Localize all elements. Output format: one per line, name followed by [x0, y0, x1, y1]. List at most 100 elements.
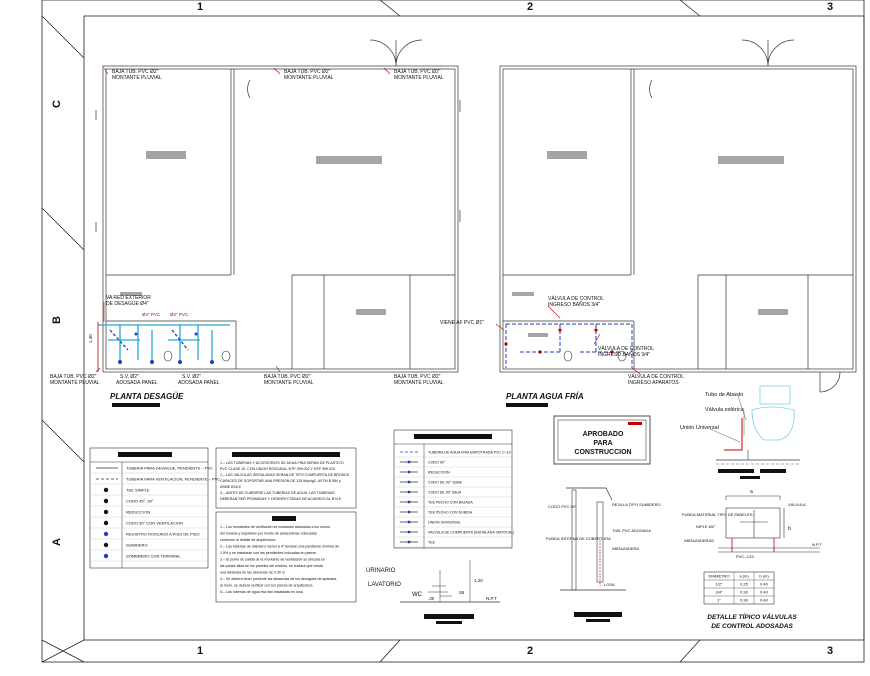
callout: S.V. Ø2" — [120, 374, 139, 380]
room-label-placeholder — [718, 156, 784, 164]
callout: MONTANTE PLUVIAL — [284, 75, 334, 81]
notes-block: 1.– LAS TUBERIAS Y ACCESORIOS DE AGUA FR… — [215, 447, 357, 603]
table-cell: 1" — [717, 598, 721, 603]
fixture-height-label: N.P.T — [486, 596, 497, 601]
section-label: FUNDA INTERNA DE COBERTURA — [546, 536, 611, 541]
legend-symbol — [103, 542, 109, 548]
fixtures — [563, 350, 627, 362]
table-title-bar — [414, 434, 492, 439]
legend-item: SOMBRERO CON TERMINAL — [126, 554, 181, 559]
room-label-placeholder — [512, 292, 534, 296]
stamp-line: APROBADO — [583, 431, 624, 438]
note-line: una distancia de las aberturas de 0.30 m — [220, 571, 285, 575]
detail-title-bar — [424, 614, 474, 619]
valve-box-label: FUNDA MATERIAL TIPO DE PANELES — [682, 512, 753, 517]
section-label: CODO PVC 90° — [548, 504, 577, 509]
notes-lines: 1.– LAS TUBERIAS Y ACCESORIOS DE AGUA FR… — [220, 461, 350, 501]
callout: VÁLVULA DE CONTROL — [548, 295, 604, 302]
grid-row-label: C — [51, 100, 63, 108]
detail-title-bar — [574, 612, 622, 617]
note-line: 2.– LAS VALVULAS INSTALADAS SERAN DE TIP… — [220, 473, 350, 477]
table-cell: 3/4" — [716, 590, 724, 595]
callout: VÁLVULA DE CONTROL — [628, 373, 684, 380]
grid-column-label: 2 — [527, 645, 533, 657]
table-cell: 0.30 — [740, 590, 749, 595]
dimension-label: a — [750, 489, 753, 495]
note-line: 4.– Se deberá tener presente las distanc… — [220, 577, 337, 581]
valve-box-label: PVC–C10 — [736, 554, 755, 559]
accessory-item: TEE PECHO CON SUBIDA — [428, 511, 473, 515]
accessory-item: TUBERIA DE AGUA FRIA EMPOTRADA PVC C–10 — [428, 451, 511, 455]
section-label: LOSA — [604, 582, 615, 587]
dimension-label: .55 — [458, 590, 465, 595]
callout: INGRESO APARATOS — [628, 380, 679, 386]
accessory-symbol — [407, 470, 411, 474]
notes-lines: 1.– Los montantes de ventilación se inst… — [220, 525, 339, 594]
dimension-label: b — [788, 526, 791, 532]
valve-callout: Unión Universal — [680, 425, 719, 431]
legend-title-bar — [118, 452, 172, 457]
accessory-item: REDUCCION — [428, 471, 450, 475]
section-label: TUB. PVC ADOSADA — [612, 528, 651, 533]
detail-title-bar — [436, 621, 462, 624]
detail-title-bar — [586, 619, 610, 622]
note-line: 5.– Las tuberías de agua fría irán insta… — [220, 590, 303, 594]
note-line: conforme al detalle de arquitectura — [220, 538, 275, 542]
grid-column-label: 2 — [527, 1, 533, 13]
callout: INGRESO BAÑOS 3/4" — [548, 301, 600, 308]
valve-box-label: VÁLVULA — [788, 502, 806, 507]
valve-box-label: ABRAZADERAS — [684, 538, 714, 543]
section-label: ABRAZADERA — [612, 546, 639, 551]
accessory-symbol — [407, 520, 411, 524]
valve-callout: Tubo de Abasto — [705, 392, 743, 398]
legend-symbol — [103, 498, 109, 504]
dimension-label: .30 — [428, 596, 435, 601]
fixture-height-label: URINARIO — [366, 568, 396, 574]
accessory-item: CODO 90° — [428, 461, 446, 465]
callout: MONTANTE PLUVIAL — [394, 75, 444, 81]
room-label-placeholder — [356, 309, 386, 315]
room-label-placeholder — [120, 292, 142, 296]
callout: BAJA TUB. PVC Ø2" — [112, 69, 159, 75]
callout: BAJA TUB. PVC Ø2" — [50, 374, 97, 380]
legend-item: TUBERIA PARA DESAGUE, PENDIENTE – PVC — [126, 466, 213, 471]
note-line: CAPACES DE SOPORTAR UNA PRESION DE 125 l… — [220, 479, 341, 483]
room-label-placeholder — [316, 156, 382, 164]
table-cell: 0.25 — [740, 582, 749, 587]
accessory-symbol — [407, 480, 411, 484]
toilet-outline — [751, 385, 795, 441]
grid-row-label: A — [51, 538, 63, 546]
callout: S.V. Ø2" — [182, 374, 201, 380]
notes-title-bar — [272, 516, 296, 521]
legend-item: REDUCCION — [126, 510, 150, 515]
accessory-item: CODO DE 90° SUBE — [428, 481, 463, 485]
accessory-item: TEE PECHO CON BAJADA — [428, 501, 473, 505]
callout: ADOSADA PANEL — [178, 380, 220, 386]
table-cell: 0.40 — [760, 582, 769, 587]
callout: BAJA TUB. PVC Ø2" — [394, 69, 441, 75]
heights-detail: URINARIO LAVATORIO WC N.P.T 1.20 .55 .30 — [366, 560, 500, 624]
note-line: 1.5% y se instalarán con las pendientes … — [220, 551, 316, 555]
stamp-line: CONSTRUCCION — [574, 449, 631, 456]
dimension-label: 1.40 — [88, 334, 93, 343]
grid-column-labels-bottom: 1 2 3 — [197, 645, 833, 657]
fixture-height-label: WC — [412, 592, 423, 598]
section-label: REJILLA TIPO SUMIDERO — [612, 502, 661, 507]
note-line: PVC CLASE 10, CON UNION ROSCADA, NTP 399… — [220, 467, 335, 471]
legend-block: TUBERIA PARA DESAGUE, PENDIENTE – PVCTUB… — [89, 447, 220, 569]
drainage-plan: Ø4" PVC Ø2" PVC 1.40 BAJA TUB. PVC Ø2" M… — [50, 39, 461, 407]
callout: VIENE AF PVC Ø1" — [440, 320, 484, 326]
legend-item: TEE SIMPLE — [126, 488, 150, 493]
note-line: 1.– LAS TUBERIAS Y ACCESORIOS DE AGUA FR… — [220, 461, 344, 465]
accessory-item: VALVULA DE COMPUERTA (INSTALADA VERTICAL… — [428, 531, 514, 535]
legend-rows: TUBERIA PARA DESAGUE, PENDIENTE – PVCTUB… — [90, 466, 220, 562]
detail-title-bar — [740, 476, 760, 479]
scale-bar — [112, 403, 160, 407]
legend-symbol — [103, 553, 109, 559]
detail-title-bar — [718, 469, 754, 473]
valve-box-label: N.P.T — [812, 542, 822, 547]
note-line: 3.– ANTES DE CUBRIRSE LAS TUBERIAS DE AG… — [220, 491, 335, 495]
water-plan-walls — [499, 39, 857, 393]
